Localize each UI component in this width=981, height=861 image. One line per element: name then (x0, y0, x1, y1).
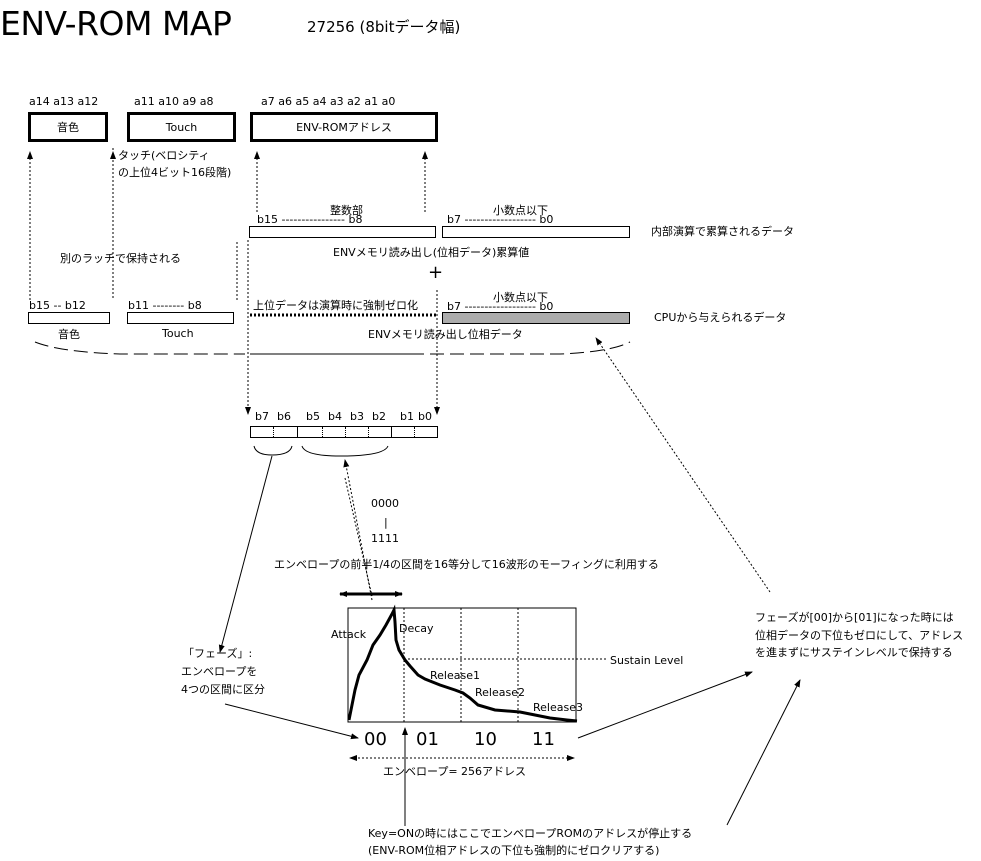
integer-part-bits: b15 ---------------- b8 (257, 213, 363, 226)
segment-release3: Release3 (533, 701, 583, 714)
integer-part-label: 整数部 (330, 204, 363, 217)
arrow-to-sustain-note (577, 671, 753, 739)
envelope-curve (347, 604, 578, 723)
cpu-data-bracket-right (410, 341, 631, 355)
keyon-note-line1: Key=ONの時にはここでエンベロープROMのアドレスが停止する (368, 827, 693, 840)
cpu-touch-register (127, 312, 234, 324)
plus-sign: + (428, 262, 444, 283)
rom-bit-b1: b1 (400, 410, 414, 423)
cpu-timbre-register (28, 312, 110, 324)
cpu-fraction-register (442, 312, 630, 324)
touch-note-line1: タッチ(ベロシティ (118, 149, 210, 162)
arrow-to-phase-note (218, 455, 273, 653)
address-bits-timbre: a14 a13 a12 (29, 95, 99, 108)
rom-byte-register (250, 426, 438, 438)
sustain-note-line2: 位相データの下位もゼロにして、アドレス (755, 629, 964, 642)
segment-release1: Release1 (430, 669, 480, 682)
accumulator-side-note: 内部演算で累算されるデータ (651, 225, 794, 238)
address-box-timbre: 音色 (28, 112, 108, 142)
rom-bit-b7: b7 (255, 410, 269, 423)
phase-note-line2: エンベロープを (181, 665, 258, 678)
address-box-env-rom: ENV-ROMアドレス (250, 112, 438, 142)
cpu-side-note: CPUから与えられるデータ (654, 311, 787, 324)
address-box-touch: Touch (127, 112, 236, 142)
address-box-env-rom-label: ENV-ROMアドレス (296, 121, 392, 134)
address-bits-touch: a11 a10 a9 a8 (134, 95, 214, 108)
accumulator-caption: ENVメモリ読み出し(位相データ)累算値 (333, 246, 530, 259)
brace-phase (253, 445, 293, 456)
phase-10: 10 (474, 729, 497, 750)
touch-note-line2: の上位4ビット16段階) (118, 166, 232, 179)
cpu-timbre-label: 音色 (58, 328, 80, 341)
rom-bit-b6: b6 (277, 410, 291, 423)
cpu-fraction-bits: b7 ------------------ b0 (447, 300, 554, 313)
cpu-touch-label: Touch (162, 327, 194, 340)
phase-note-line3: 4つの区間に区分 (181, 683, 265, 696)
brace-morph (301, 445, 389, 457)
morph-range-sep: | (384, 516, 388, 529)
accumulator-integer-register (249, 226, 436, 238)
segment-release2: Release2 (475, 686, 525, 699)
envelope-frame (347, 607, 577, 723)
phase-01: 01 (416, 729, 439, 750)
page-title: ENV-ROM MAP (0, 4, 232, 43)
cpu-fraction-label: 小数点以下 (493, 291, 548, 304)
arrow-to-morph (343, 459, 373, 601)
cpu-caption: ENVメモリ読み出し位相データ (368, 328, 523, 341)
morph-guide (344, 477, 373, 597)
latch-note: 別のラッチで保持される (60, 252, 181, 265)
segment-attack: Attack (331, 628, 367, 641)
phase-11: 11 (532, 729, 555, 750)
rom-bit-b3: b3 (350, 410, 364, 423)
morph-caption: エンベロープの前半1/4の区間を16等分して16波形のモーフィングに利用する (274, 558, 659, 571)
phase-note-line1: 「フェーズ」: (183, 647, 253, 660)
rom-bit-b4: b4 (328, 410, 342, 423)
rom-bit-b5: b5 (306, 410, 320, 423)
arrow-phase-to-00 (224, 703, 359, 740)
sustain-level-label: Sustain Level (610, 654, 684, 667)
morph-range-bottom: 1111 (371, 532, 399, 545)
sustain-note-line3: を進まずにサステインレベルで保持する (755, 646, 953, 659)
cpu-upper-note: 上位データは演算時に強制ゼロ化 (253, 299, 418, 312)
address-box-timbre-label: 音色 (57, 121, 79, 134)
segment-decay: Decay (399, 622, 434, 635)
cpu-touch-bits: b11 -------- b8 (128, 299, 202, 312)
morph-range-top: 0000 (371, 497, 399, 510)
rom-bit-b0: b0 (418, 410, 432, 423)
keyon-note-line2: (ENV-ROM位相アドレスの下位も強制的にゼロクリアする) (368, 844, 660, 857)
fraction-part-label: 小数点以下 (493, 204, 548, 217)
arrow-keyon-to-note (726, 679, 801, 826)
cpu-timbre-bits: b15 -- b12 (29, 299, 86, 312)
cpu-data-bracket (34, 341, 245, 355)
accumulator-fraction-register (442, 226, 630, 238)
arrow-note-to-fraction (595, 337, 771, 593)
address-bits-env: a7 a6 a5 a4 a3 a2 a1 a0 (261, 95, 396, 108)
envelope-length-label: エンベロープ= 256アドレス (383, 765, 527, 778)
sustain-note-line1: フェーズが[00]から[01]になった時には (755, 611, 954, 624)
address-box-touch-label: Touch (165, 120, 198, 134)
rom-bit-b2: b2 (372, 410, 386, 423)
page-subtitle: 27256 (8bitデータ幅) (307, 18, 461, 36)
phase-00: 00 (364, 729, 387, 750)
fraction-part-bits: b7 ------------------ b0 (447, 213, 554, 226)
